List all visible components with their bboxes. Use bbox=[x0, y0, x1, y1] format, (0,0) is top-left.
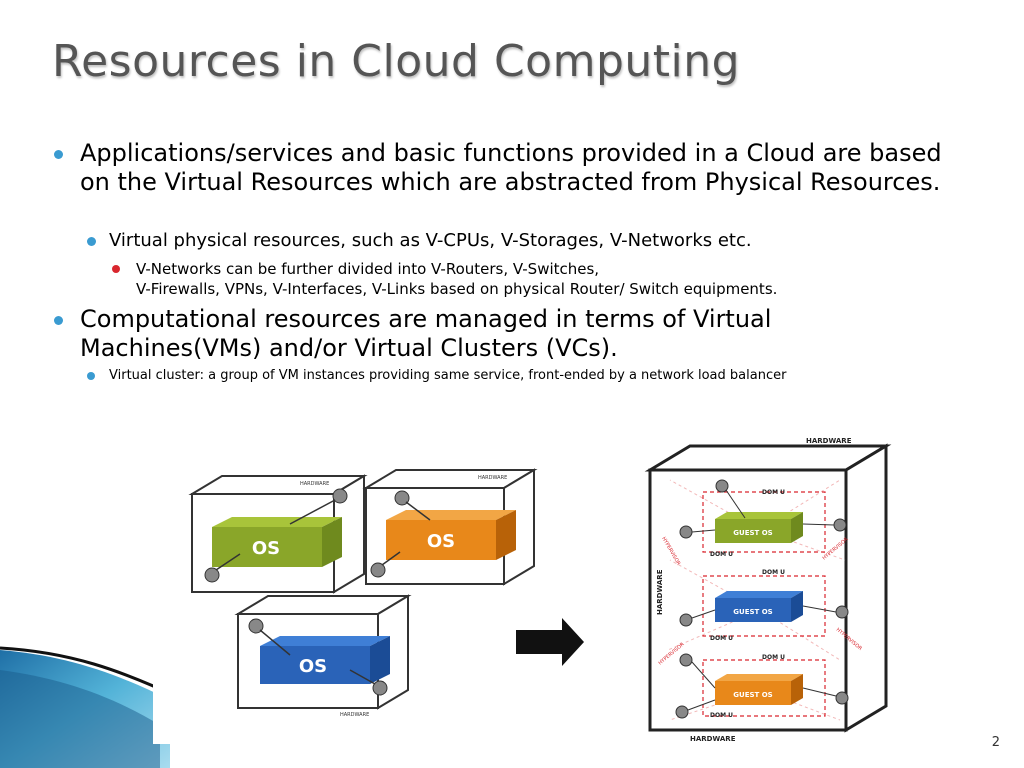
bullet-level2: Virtual physical resources, such as V-CP… bbox=[109, 230, 752, 251]
bullet-dot-icon bbox=[54, 150, 63, 159]
os-label: OS bbox=[299, 656, 327, 677]
hardware-label: HARDWARE bbox=[340, 712, 369, 718]
page-number: 2 bbox=[991, 735, 1000, 750]
bullet-dot-icon bbox=[112, 265, 120, 273]
bullet-dot-icon bbox=[87, 237, 96, 246]
hardware-label: HARDWARE bbox=[300, 481, 329, 487]
bullet-level1: Computational resources are managed in t… bbox=[80, 305, 772, 362]
hardware-label: HARDWARE bbox=[806, 437, 852, 445]
hardware-label: HARDWARE bbox=[478, 475, 507, 481]
bullet-dot-icon bbox=[54, 316, 63, 325]
dom-u-label: DOM U bbox=[710, 551, 733, 558]
dom-u-label: DOM U bbox=[762, 569, 785, 576]
hardware-label: HARDWARE bbox=[690, 735, 736, 743]
os-label: OS bbox=[252, 538, 280, 559]
bullet-level3-line2: V-Firewalls, VPNs, V-Interfaces, V-Links… bbox=[136, 280, 778, 298]
virtualized-host-box: HARDWARE HARDWARE HARDWARE HYPERVISOR HY… bbox=[644, 437, 892, 743]
guest-os-label: GUEST OS bbox=[733, 529, 772, 537]
guest-os-label: GUEST OS bbox=[733, 608, 772, 616]
hardware-box-green: HARDWARE OS bbox=[188, 474, 368, 594]
bullet-level2: Virtual cluster: a group of VM instances… bbox=[109, 368, 787, 383]
virtualization-figure: HARDWARE OS HARDWARE OS HARDWARE OS bbox=[188, 437, 892, 743]
guest-os-label: GUEST OS bbox=[733, 691, 772, 699]
bullet-level1: Applications/services and basic function… bbox=[80, 139, 942, 196]
hardware-label: HARDWARE bbox=[656, 569, 664, 615]
slide-title: Resources in Cloud Computing bbox=[52, 36, 741, 87]
bullet-level3-line1: V-Networks can be further divided into V… bbox=[136, 260, 600, 278]
dom-u-label: DOM U bbox=[710, 712, 733, 719]
bullet-dot-icon bbox=[87, 372, 95, 380]
dom-u-label: DOM U bbox=[762, 489, 785, 496]
hardware-box-orange: HARDWARE OS bbox=[362, 468, 538, 586]
dom-u-label: DOM U bbox=[762, 654, 785, 661]
hardware-box-blue: HARDWARE OS bbox=[234, 594, 412, 718]
decorative-wave bbox=[0, 646, 181, 768]
os-label: OS bbox=[427, 531, 455, 552]
dom-u-label: DOM U bbox=[710, 635, 733, 642]
right-arrow-icon bbox=[516, 618, 584, 666]
